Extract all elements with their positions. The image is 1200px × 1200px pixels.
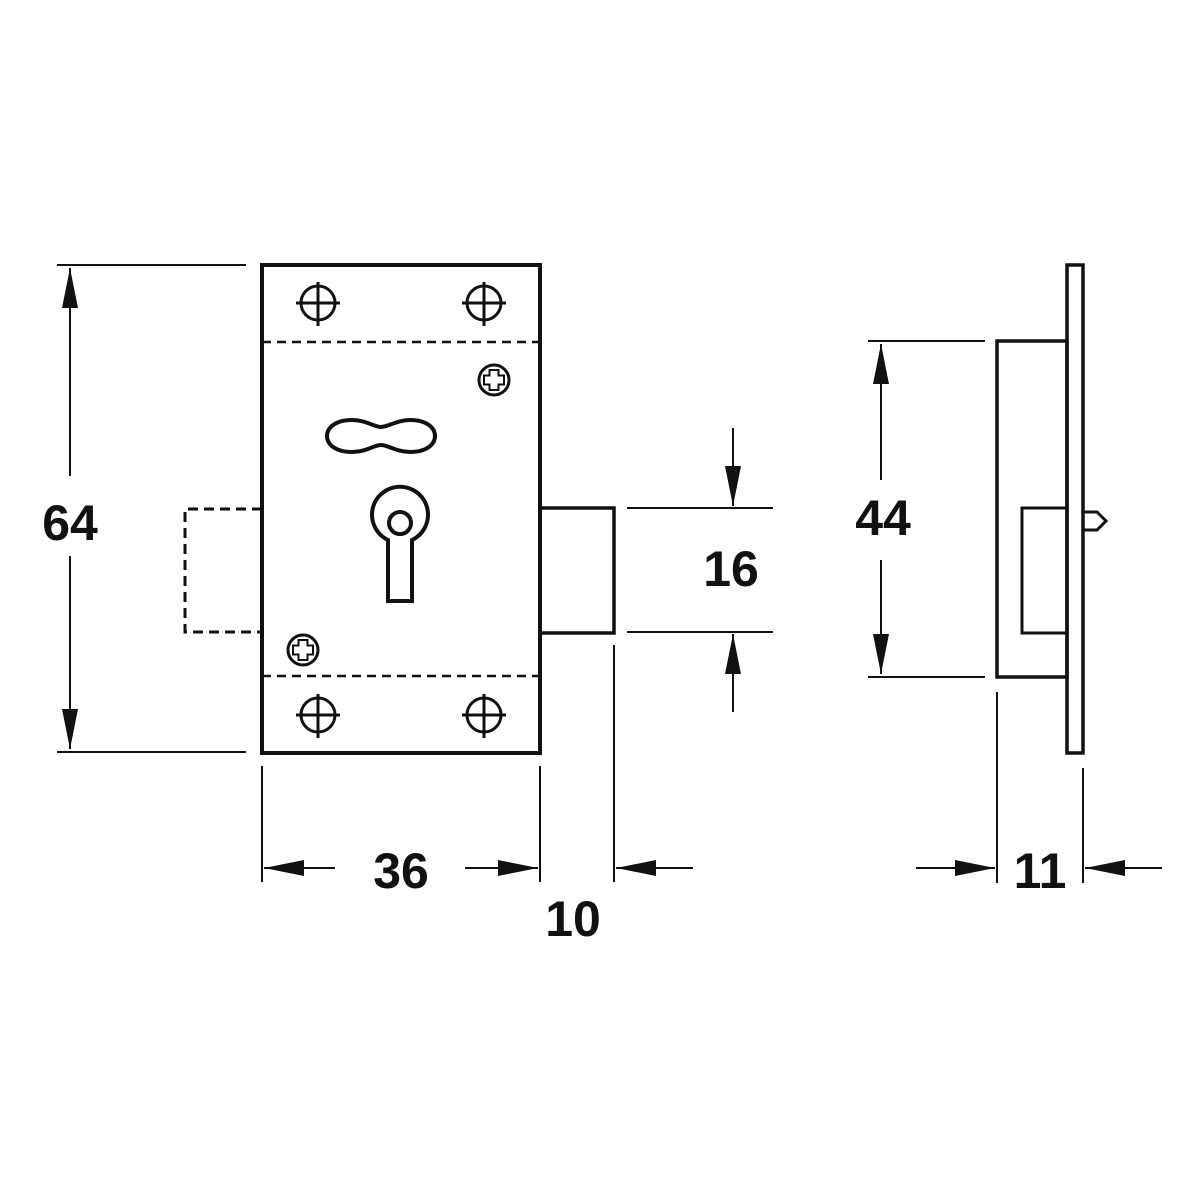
keyhole xyxy=(370,484,430,603)
lock-body xyxy=(260,263,542,755)
side-height-label: 44 xyxy=(855,490,911,546)
mounting-hole-bottom-left xyxy=(296,694,340,738)
bolt-height-label: 16 xyxy=(703,541,759,597)
mounting-hole-bottom-right xyxy=(462,694,506,738)
screw-lower-left xyxy=(286,633,320,667)
height-label: 64 xyxy=(42,495,98,551)
side-bolt-slot xyxy=(1020,506,1069,635)
side-latch xyxy=(1083,510,1109,532)
keyhole-pin xyxy=(387,510,413,536)
side-depth-label: 11 xyxy=(1014,843,1067,899)
projection-label: 10 xyxy=(545,891,601,947)
mounting-hole-top-right xyxy=(462,282,506,326)
mounting-hole-top-left xyxy=(296,282,340,326)
bolt-right xyxy=(538,506,616,635)
front-dimensions xyxy=(57,264,773,882)
side-view xyxy=(995,263,1109,755)
front-view xyxy=(183,263,616,755)
hidden-bolt-left xyxy=(183,507,262,634)
side-dimensions xyxy=(868,340,1162,883)
screw-upper-right xyxy=(477,363,511,397)
bone-slot xyxy=(324,417,438,455)
width-label: 36 xyxy=(373,843,429,899)
side-face-plate xyxy=(1065,263,1085,755)
